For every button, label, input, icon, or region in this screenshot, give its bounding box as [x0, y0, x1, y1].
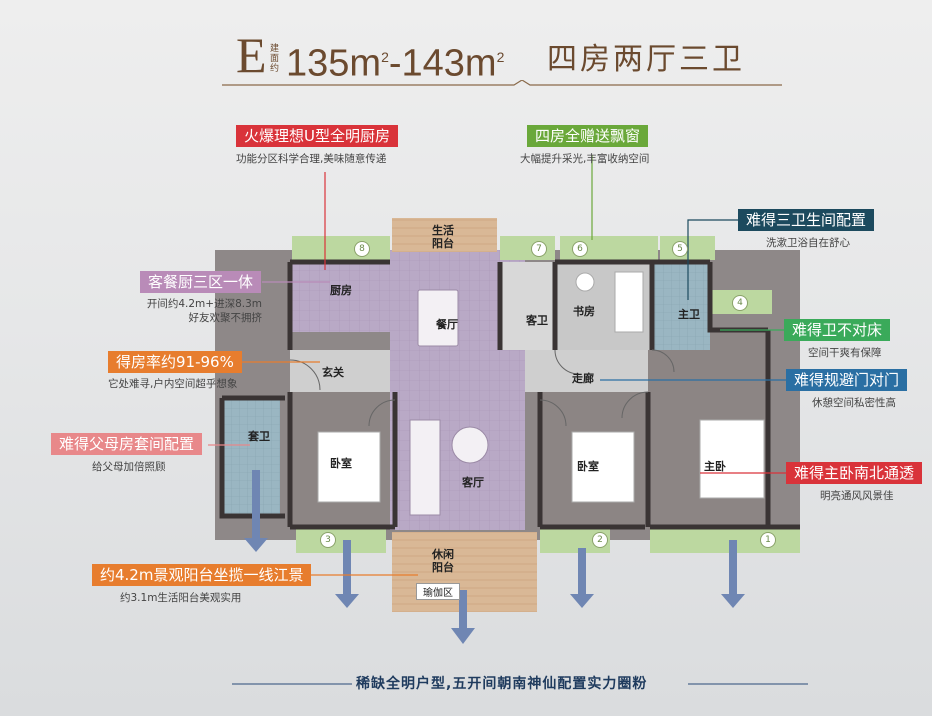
room-dining: 餐厅: [436, 318, 458, 331]
guest-bath-floor: [500, 262, 555, 350]
layout-title: 四房两厅三卫: [547, 42, 745, 77]
window-number-2: 2: [592, 532, 608, 548]
life-balcony-floor: [392, 218, 497, 252]
door-swings: [289, 349, 675, 427]
callout-door-avoid-title: 难得规避门对门: [786, 369, 908, 391]
window-number-1: 1: [760, 532, 776, 548]
area-max: 143m: [401, 42, 497, 85]
area-min-sup: 2: [381, 49, 389, 65]
window-number-8: 8: [354, 241, 370, 257]
callout-parents-desc: 给父母加倍照顾: [92, 461, 166, 473]
callout-three-zone-desc2: 好友欢聚不拥挤: [188, 312, 263, 324]
room-corridor: 走廊: [572, 372, 594, 385]
callout-master-title: 难得主卧南北通透: [786, 462, 923, 484]
callout-bathrooms-title: 难得三卫生间配置: [738, 209, 875, 231]
header-underline: [222, 80, 782, 86]
callout-kitchen-title: 火爆理想U型全明厨房: [236, 125, 398, 147]
window-number-7: 7: [531, 241, 547, 257]
room-bedroom-left: 卧室: [330, 457, 352, 470]
room-life-balcony-line2: 阳台: [432, 237, 454, 250]
callout-ratio-desc: 它处难寻,户内空间超乎想象: [108, 378, 238, 390]
leader-lines: [208, 155, 786, 576]
callout-three-zone-title: 客餐厨三区一体: [140, 271, 262, 293]
room-bedroom-mid: 卧室: [577, 460, 599, 473]
room-master-bath: 主卫: [678, 308, 700, 321]
window-number-5: 5: [672, 241, 688, 257]
window-number-4: 4: [732, 295, 748, 311]
area-label: 建面约: [270, 44, 280, 74]
room-suite-bath: 套卫: [248, 430, 270, 443]
callout-kitchen-desc: 功能分区科学合理,美味随意传递: [236, 153, 387, 165]
suite-bath-floor: [222, 398, 280, 516]
room-yoga: 瑜伽区: [416, 583, 460, 600]
kitchen-floor: [290, 262, 390, 332]
unit-letter: E: [236, 27, 267, 83]
view-arrows: [244, 470, 745, 644]
room-kitchen: 厨房: [330, 284, 352, 297]
room-leisure-balcony: 休闲阳台: [432, 548, 454, 574]
room-life-balcony-line1: 生活: [432, 224, 454, 237]
callout-door-avoid-desc: 休憩空间私密性高: [812, 397, 896, 409]
room-life-balcony: 生活阳台: [432, 224, 454, 250]
callout-balcony-title: 约4.2m景观阳台坐揽一线江景: [92, 564, 312, 586]
bay-window-8: [292, 236, 390, 260]
window-number-6: 6: [572, 241, 588, 257]
window-number-3: 3: [320, 532, 336, 548]
callout-windows-desc: 大幅提升采光,丰富收纳空间: [520, 153, 650, 165]
room-leisure-balcony-line1: 休闲: [432, 548, 454, 561]
area-dash: -: [388, 42, 402, 85]
callout-three-zone-desc1: 开间约4.2m+进深8.3m: [146, 298, 262, 310]
room-master-bed: 主卧: [704, 460, 726, 473]
master-bath-floor: [652, 262, 710, 350]
callout-parents-title: 难得父母房套间配置: [51, 433, 203, 455]
room-guest-bath: 客卫: [526, 314, 548, 327]
callout-bath-not-bed-desc: 空间干爽有保障: [808, 347, 882, 359]
area-min: 135m: [286, 42, 382, 85]
room-living: 客厅: [462, 476, 484, 489]
furniture: [317, 271, 765, 516]
room-leisure-balcony-line2: 阳台: [432, 561, 454, 574]
bay-window-3: [296, 527, 386, 553]
area-range: 135m2-143m2: [286, 36, 504, 85]
bay-window-1: [650, 527, 800, 553]
callout-windows-title: 四房全赠送飘窗: [527, 125, 649, 147]
callout-bath-not-bed-title: 难得卫不对床: [784, 319, 891, 341]
callout-ratio-title: 得房率约91-96%: [108, 351, 242, 373]
callout-master-desc: 明亮通风风景佳: [820, 490, 894, 502]
walls: [219, 259, 800, 530]
footer-slogan: 稀缺全明户型,五开间朝南神仙配置实力圈粉: [356, 676, 648, 692]
room-study: 书房: [573, 305, 595, 318]
room-entry: 玄关: [322, 366, 344, 379]
area-max-sup: 2: [496, 49, 505, 65]
callout-balcony-desc: 约3.1m生活阳台美观实用: [120, 592, 242, 604]
callout-bathrooms-desc: 洗漱卫浴自在舒心: [766, 237, 850, 249]
